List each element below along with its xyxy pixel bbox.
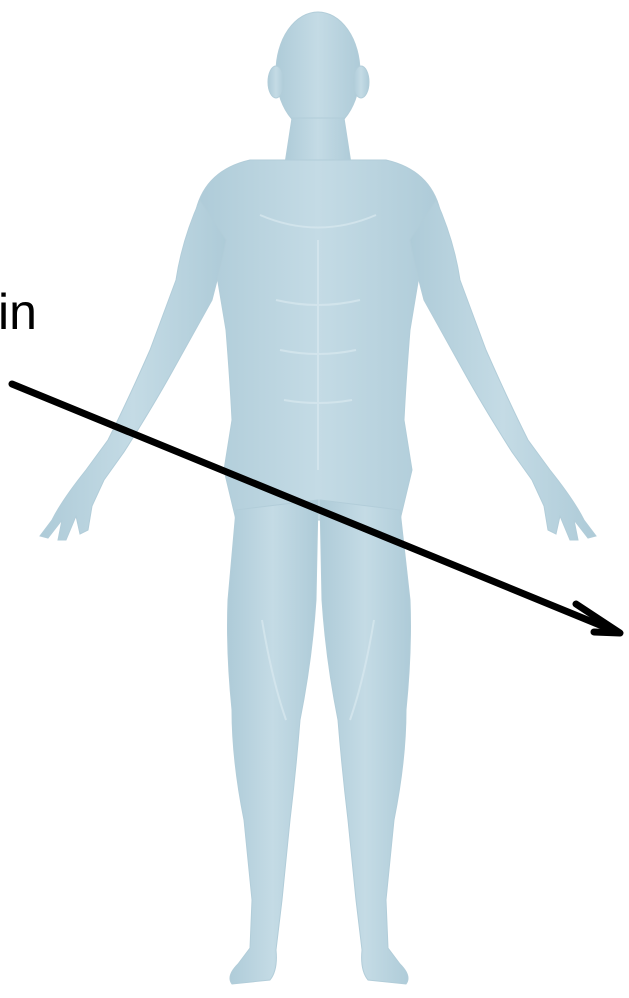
head <box>276 12 360 132</box>
direction-label: in <box>0 282 37 342</box>
left-ear <box>268 66 284 98</box>
left-leg <box>228 500 319 984</box>
right-leg <box>320 500 411 984</box>
left-arm <box>40 200 226 540</box>
right-ear <box>353 66 369 98</box>
right-arm <box>410 200 596 540</box>
